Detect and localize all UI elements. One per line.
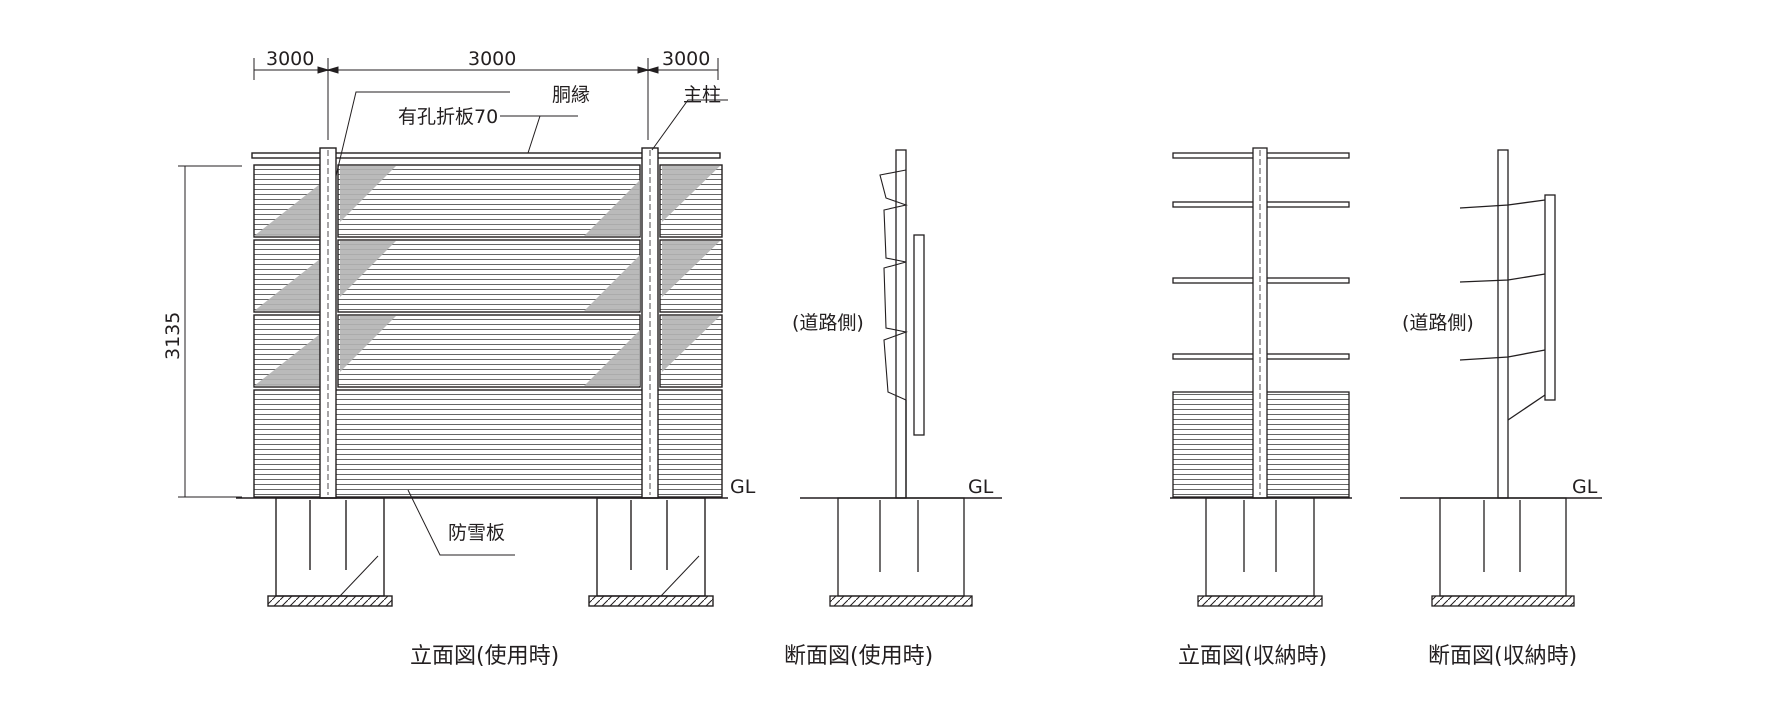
caption-elevation-in-use: 立面図(使用時) [410, 644, 560, 669]
stored-section-panel [1544, 194, 1556, 401]
callout-road-side-1: (道路側) [792, 312, 864, 334]
foundation-right [588, 497, 714, 607]
caption-section-in-use: 断面図(使用時) [784, 644, 934, 669]
section-in-use-drawing [800, 149, 1002, 607]
callout-perforated-panel: 有孔折板70 [398, 106, 499, 128]
dimension-width-center: 3000 [468, 48, 517, 70]
callout-leaders [335, 91, 728, 556]
dimension-width-right: 3000 [662, 48, 711, 70]
dimension-height: 3135 [162, 311, 184, 360]
section-stored-drawing [1400, 149, 1602, 607]
caption-elevation-stored: 立面図(収納時) [1178, 644, 1328, 669]
ground-level-label-1: GL [730, 476, 756, 498]
stored-section-post [1497, 149, 1509, 499]
height-dimension-line [178, 165, 242, 498]
elevation-in-use-drawing [178, 58, 728, 607]
elevation-stored-drawing [1170, 147, 1352, 607]
caption-section-stored: 断面図(収納時) [1428, 644, 1578, 669]
ground-level-label-2: GL [968, 476, 994, 498]
stored-panel-frame [913, 234, 925, 436]
ground-level-label-3: GL [1572, 476, 1598, 498]
perforated-shading [254, 166, 720, 386]
foundation-left [267, 497, 393, 607]
width-dimension-lines [253, 58, 719, 140]
callout-road-side-2: (道路側) [1402, 312, 1474, 334]
callout-waist-rail: 胴縁 [552, 84, 591, 106]
top-waist-rail [251, 152, 721, 159]
callout-main-post: 主柱 [683, 84, 722, 106]
callout-snow-fence-panel: 防雪板 [448, 522, 506, 544]
dimension-width-left: 3000 [266, 48, 315, 70]
